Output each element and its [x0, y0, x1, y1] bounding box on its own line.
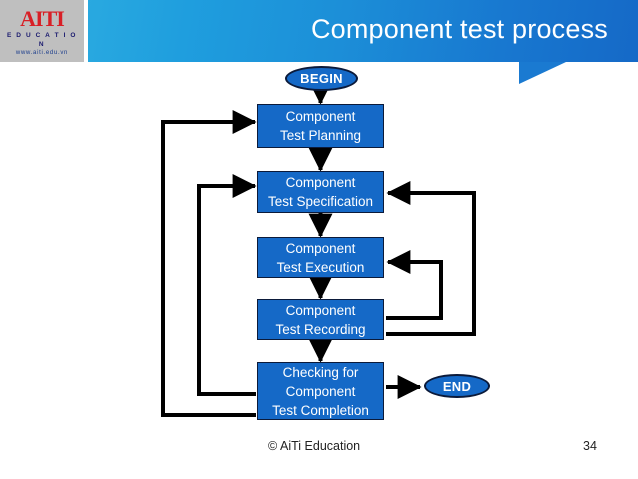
- node-checking-line1: Checking for: [282, 364, 359, 380]
- edge-recording-to-specification-feedback: [386, 181, 476, 336]
- node-begin[interactable]: BEGIN: [285, 66, 358, 91]
- node-checking-for-component-test-completion[interactable]: Checking for Component Test Completion: [257, 362, 384, 420]
- page-number: 34: [583, 439, 597, 453]
- node-component-test-execution[interactable]: Component Test Execution: [257, 237, 384, 278]
- edge-checking-to-planning-feedback: [161, 110, 257, 417]
- node-specification-line2: Test Specification: [267, 194, 374, 209]
- component-test-process-flowchart: BEGIN Component Test Planning Component …: [0, 62, 638, 430]
- aiti-logo: AITI E D U C A T I O N www.aiti.edu.vn: [0, 0, 84, 62]
- flowchart-connectors: [161, 80, 476, 417]
- page-title: Component test process: [310, 14, 608, 44]
- node-recording-line2: Test Recording: [275, 321, 366, 337]
- node-component-test-recording[interactable]: Component Test Recording: [257, 299, 384, 340]
- node-end[interactable]: END: [424, 374, 490, 398]
- node-begin-label: BEGIN: [300, 71, 343, 86]
- logo-subtitle-text: E D U C A T I O N: [6, 32, 78, 48]
- node-component-test-specification[interactable]: Component Test Specification: [257, 171, 384, 213]
- node-planning-line1: Component: [285, 109, 356, 124]
- logo-url-text: www.aiti.edu.vn: [15, 50, 69, 56]
- footer-copyright: © AiTi Education: [268, 439, 361, 453]
- edge-recording-to-execution-feedback: [386, 250, 443, 320]
- edge-checking-to-specification-feedback: [197, 174, 257, 396]
- logo-brand-text: AITI: [20, 6, 65, 31]
- logo-inner: AITI E D U C A T I O N www.aiti.edu.vn: [6, 8, 78, 58]
- node-checking-line2: Component: [285, 383, 356, 399]
- node-execution-line1: Component: [285, 240, 356, 256]
- node-recording-line1: Component: [285, 302, 356, 318]
- node-end-label: END: [442, 378, 472, 394]
- node-specification-line1: Component: [285, 175, 356, 190]
- node-component-test-planning[interactable]: Component Test Planning: [257, 104, 384, 148]
- header-notch-triangle: [519, 62, 566, 84]
- node-execution-line2: Test Execution: [276, 259, 365, 275]
- node-checking-line3: Test Completion: [272, 402, 369, 418]
- node-planning-line2: Test Planning: [279, 128, 362, 143]
- slide-header-bar: Component test process: [88, 0, 638, 62]
